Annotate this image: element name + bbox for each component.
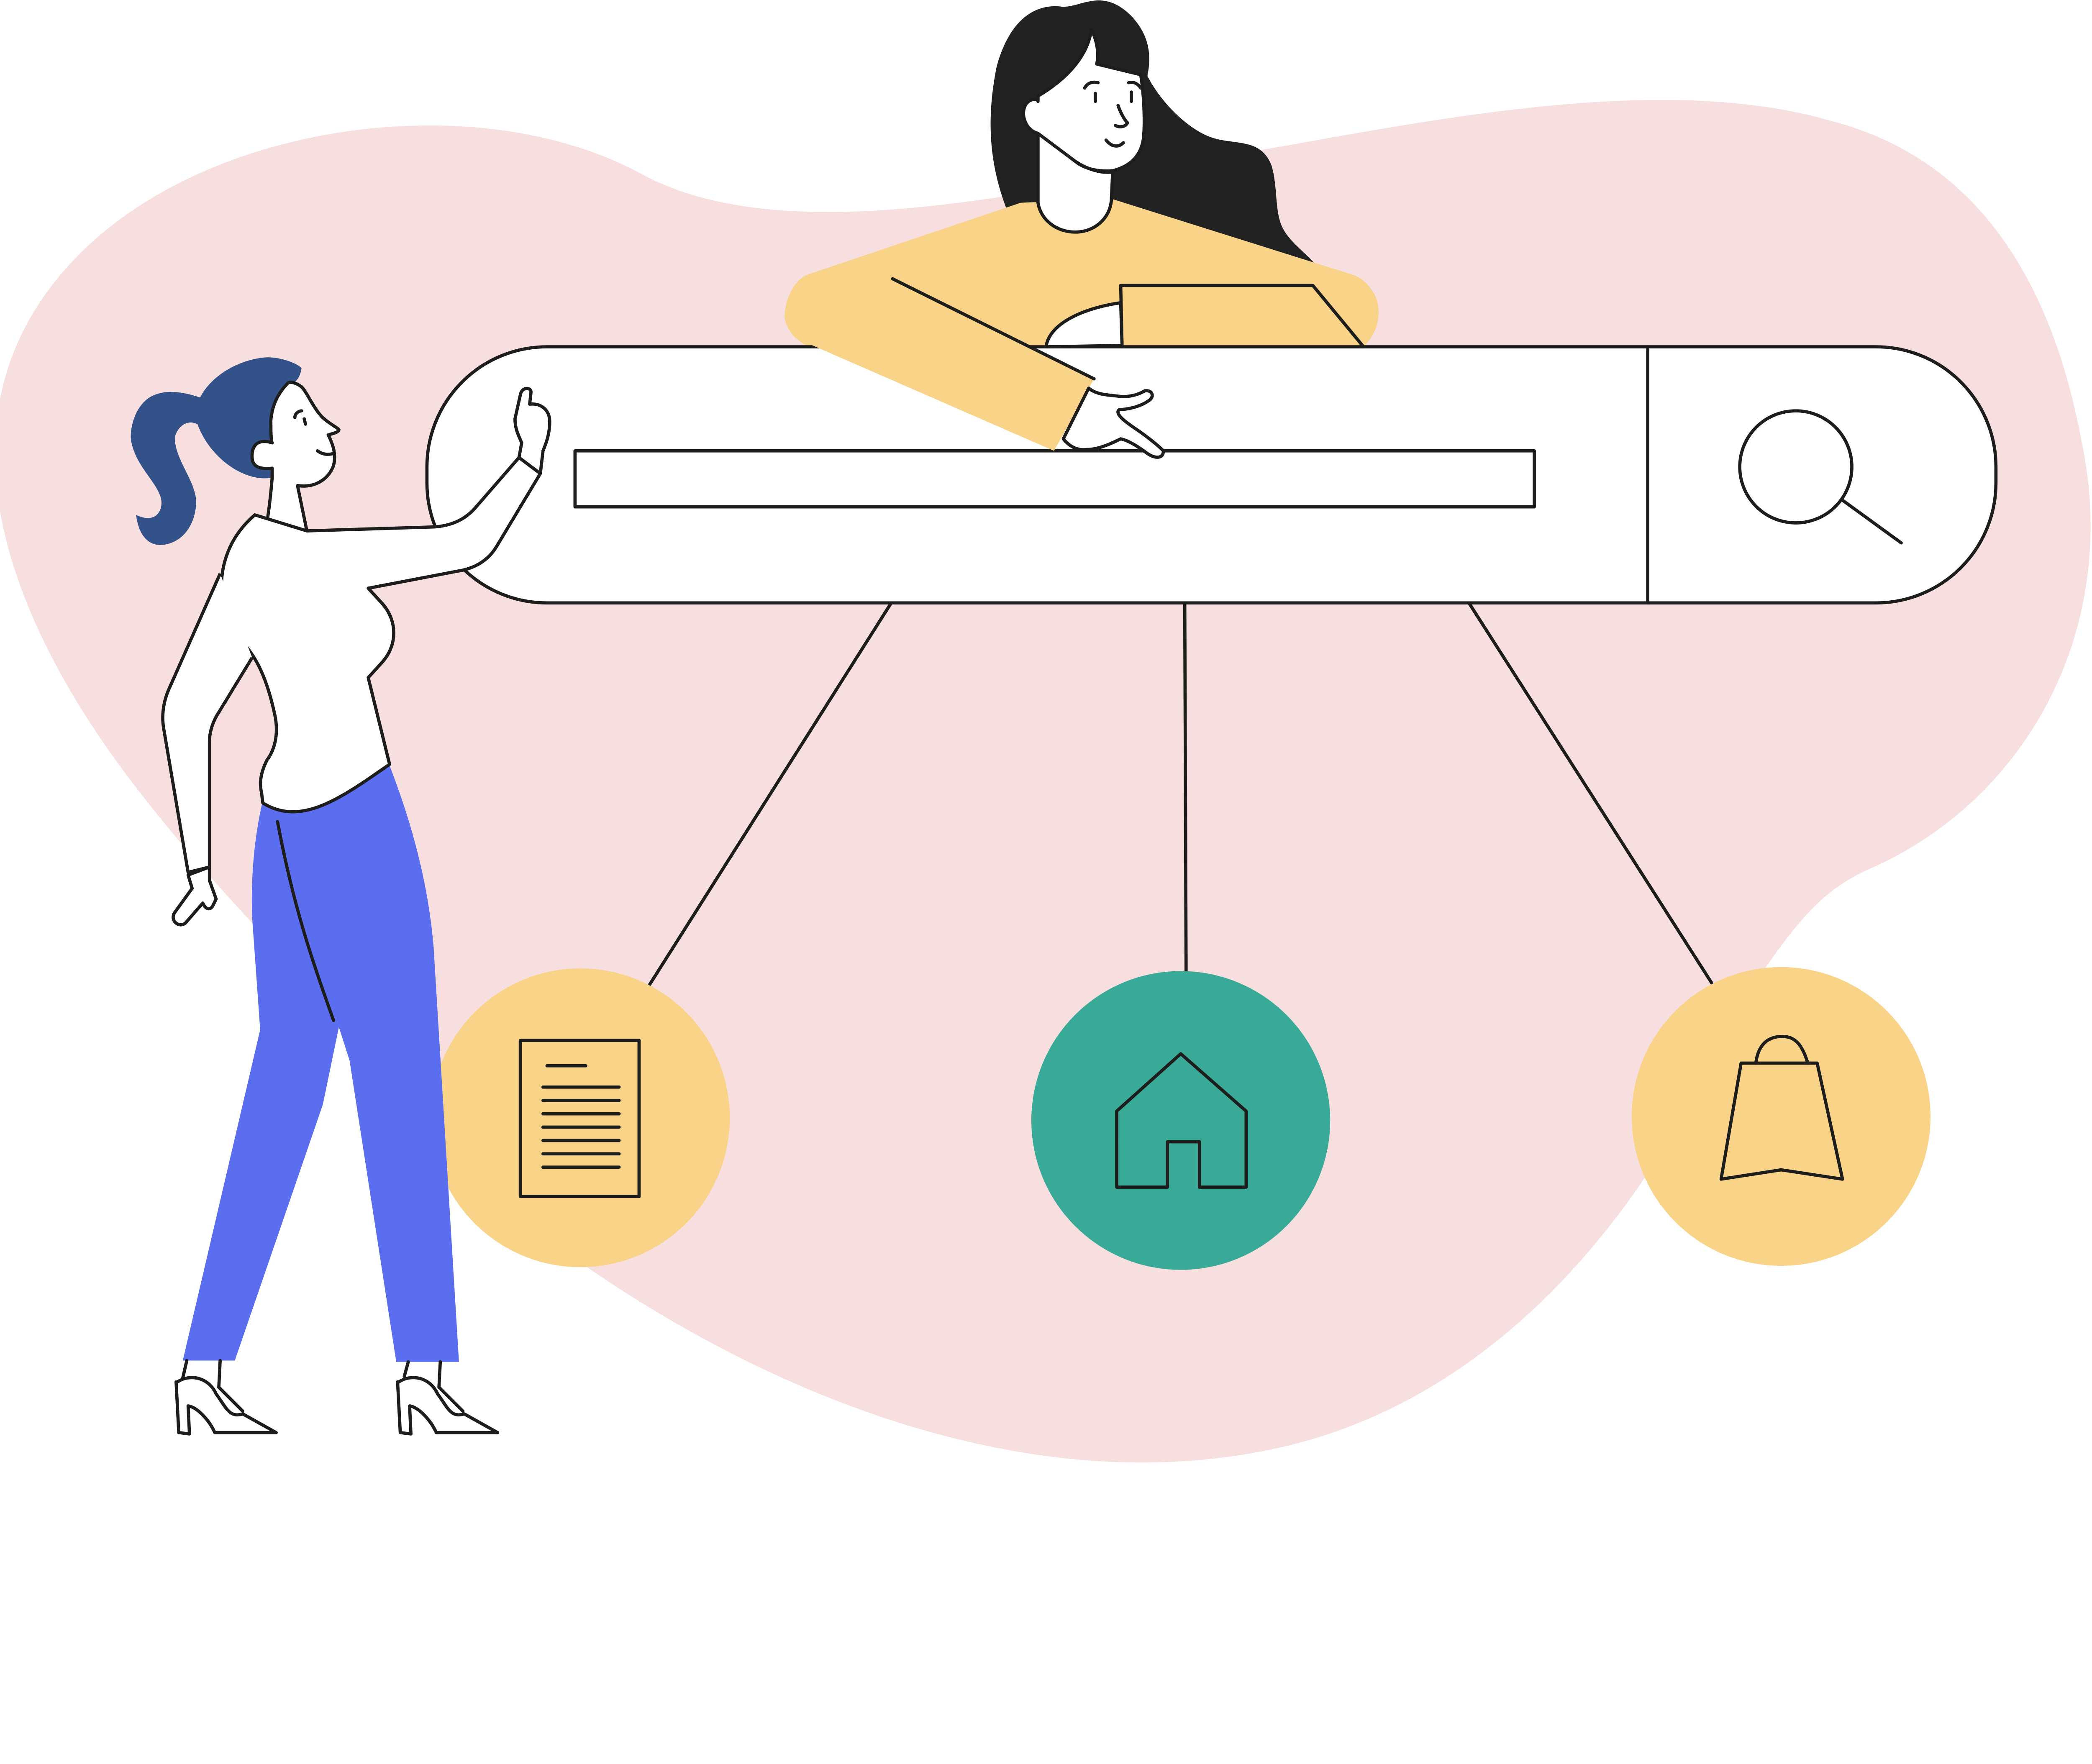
document-icon: [518, 1039, 641, 1198]
category-shopping-button[interactable]: [1631, 967, 1931, 1266]
shopping-bag-icon: [1719, 1034, 1844, 1181]
left-woman-pants: [182, 766, 459, 1362]
top-woman-cuff: [1044, 301, 1124, 348]
left-woman-hand-down: [172, 865, 218, 927]
search-input[interactable]: [575, 451, 1535, 507]
top-woman-face: [1022, 28, 1146, 173]
connector-line-center: [1183, 601, 1188, 973]
left-woman-shoe-front: [396, 1360, 500, 1436]
category-documents-button[interactable]: [431, 968, 730, 1267]
category-home-button[interactable]: [1031, 971, 1331, 1270]
top-woman-arm: [800, 279, 1094, 451]
search-button[interactable]: [1649, 349, 1982, 600]
connector-line-left: [648, 601, 893, 986]
connector-line-right: [1467, 601, 1714, 985]
left-woman: [131, 357, 551, 1436]
magnifier-icon: [1738, 409, 1903, 545]
top-woman-arm-outline: [891, 277, 1096, 381]
search-illustration: [0, 0, 2091, 1463]
home-icon: [1115, 1052, 1248, 1189]
illustration-stage: [0, 0, 2091, 1463]
left-woman-shoe-back: [174, 1359, 278, 1436]
left-woman-hand-up: [513, 387, 551, 475]
left-woman-neck-face: [250, 381, 341, 533]
top-woman-neck: [1036, 132, 1115, 234]
top-woman-features: [1074, 80, 1143, 174]
left-woman-arm-down: [161, 573, 254, 874]
top-woman-hand: [1061, 387, 1165, 459]
left-woman-hair: [131, 357, 302, 545]
